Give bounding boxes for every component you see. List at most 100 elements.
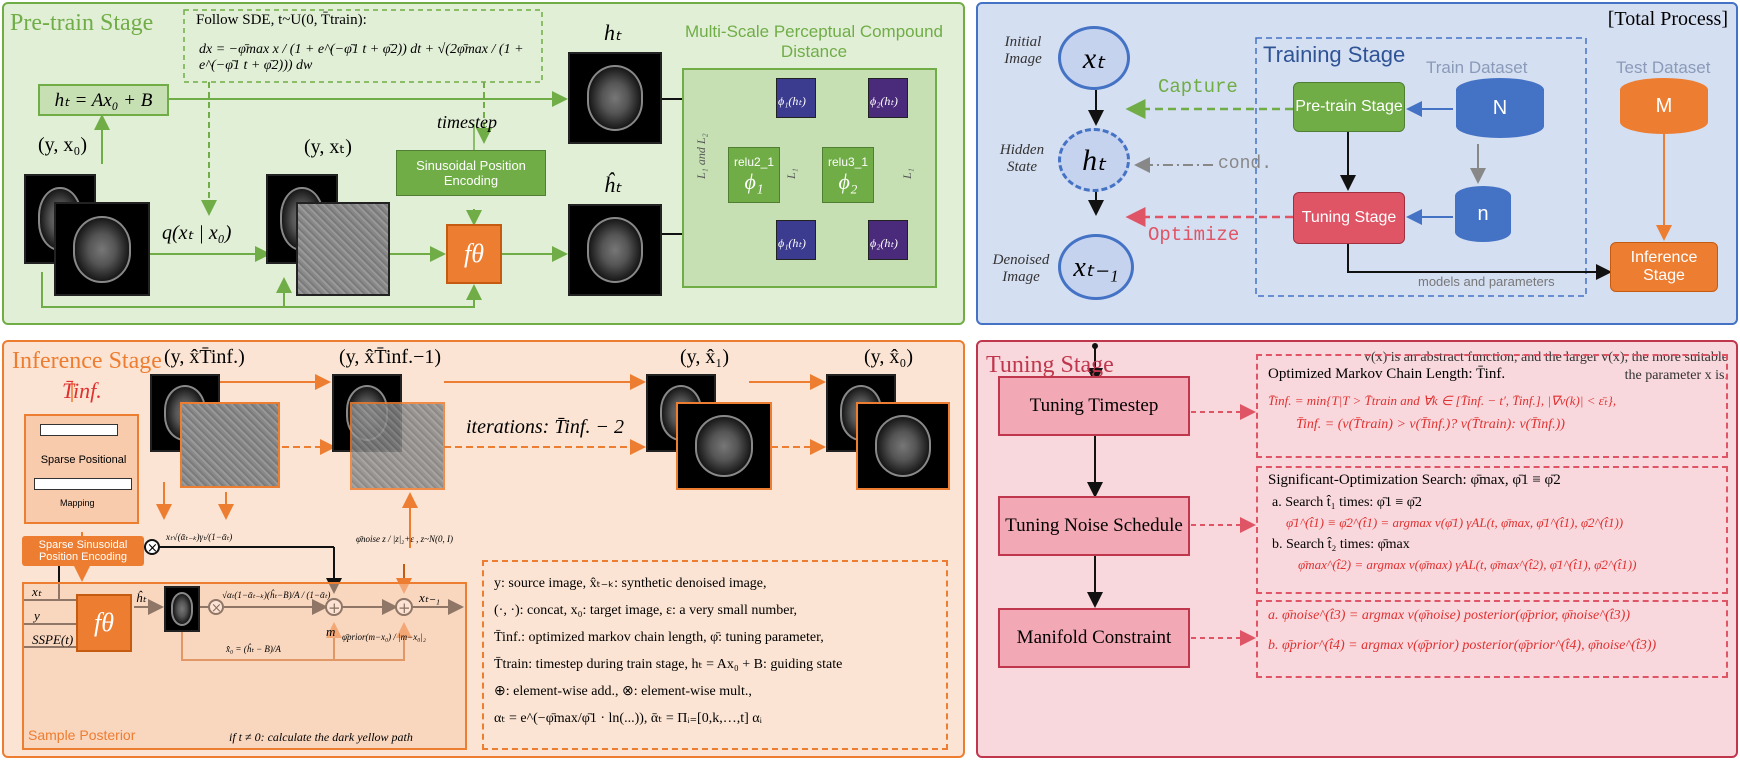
mri-xt-noisy [296,202,390,296]
test-dataset-M: M [1620,78,1708,134]
relu3-label: relu3_1 [827,155,869,169]
total-title: [Total Process] [1607,8,1728,30]
phi2-ht-top: ϕ₂(hₜ) [870,94,898,108]
l1-label-a: L₁ [784,168,798,179]
legend-line-3: T̄inf.: optimized markov chain length, φ… [494,630,824,645]
mri-x0-front [54,202,150,296]
sec3-a: a. φ̄noise^(t̂3) = argmax v(φ̄noise) pos… [1268,608,1631,623]
pretrain-stage-node: Pre-train Stage [1293,82,1405,132]
l1-l2-label: L₁ and L₂ [694,133,708,179]
prior-term: φ̄prior(m−x₀) / |m−x₀|₂ [342,632,426,642]
xt-node: xₜ [1058,26,1130,90]
t-inf-label: T̄inf. [62,378,102,403]
noise-term: φ̄noise z / |z|₂+ε , z~N(0, I) [356,534,454,544]
y-x1-label: (y, x̂₁) [680,346,729,368]
legend-line-6: αₜ = e^(−φ̄max/φ̄1 · ln(...)), ᾱₜ = Πᵢ₌[… [494,711,762,726]
legend-line-2: (·, ·): concat, x₀: target image, ε: a v… [494,603,798,618]
tuning-panel: Tuning Stage v(x) is an abstract functio… [976,340,1738,758]
iterations-label: iterations: T̄inf. − 2 [466,416,624,438]
sec3-box: a. φ̄noise^(t̂3) = argmax v(φ̄noise) pos… [1256,600,1728,678]
phi1-label: ϕ₁ [744,169,764,194]
training-stage-title: Training Stage [1263,42,1406,67]
inference-panel: × × + + Inference Stage T̄inf. Sparse Po… [2,340,965,758]
phi2-block: relu3_1 ϕ₂ [822,147,874,203]
mri-ht [568,52,662,144]
phi2-feature-top [868,78,908,118]
tuning-timestep-box: Tuning Timestep [998,376,1190,436]
tuning-title: Tuning Stage [986,352,1114,378]
sec1-eq2: T̄inf. = (v(T̄train) > v(T̄inf.)? v(T̄tr… [1296,417,1565,432]
inference-title: Inference Stage [12,348,162,374]
mri-x0-front [856,402,950,490]
ht-hat-out: ĥₜ [136,590,147,605]
ht-node: hₜ [1058,128,1130,192]
cond-label: cond. [1218,154,1273,174]
q-label: q(xₜ | x₀) [162,222,232,244]
ht-box: hₜ = Ax₀ + B [38,84,169,116]
if-note: if t ≠ 0: calculate the dark yellow path [229,730,413,744]
legend-line-1: y: source image, x̂ₜ₋ₖ: synthetic denois… [494,576,767,591]
tuning-note-1: v(x) is an abstract function, and the la… [1363,350,1728,365]
phi1-ht-bottom: ϕ₁(hₜ) [778,236,806,250]
sparse-positional-box: Sparse Positional Mapping [24,414,139,524]
initial-image-label: Initial Image [1004,34,1042,67]
tuning-stage-node: Tuning Stage [1293,192,1405,244]
test-dataset-label: Test Dataset [1616,58,1711,77]
denoised-image-label: Denoised Image [992,252,1050,285]
sec1-eq1: T̄inf. = min{T|T > T̄train and ∀k ∈ [T̄i… [1268,393,1617,408]
xt-input: xₜ [32,584,42,599]
sparse-bar-top [40,424,118,436]
manifold-constraint-box: Manifold Constraint [998,608,1190,668]
mri-xT-noisy [180,402,280,488]
phi2-ht-bottom: ϕ₂(hₜ) [870,236,898,250]
y-input: y [34,608,40,623]
phi1-ht-top: ϕ₁(hₜ) [778,94,806,108]
sparse-positional-label: Sparse Positional [40,454,127,466]
capture-label: Capture [1158,76,1238,98]
sspe-input: SSPE(t) [32,632,74,647]
coef-top: xₜ√(ᾱₜ₋ₖ)γₜ/(1−ᾱₜ) [166,532,233,542]
hidden-state-label: Hidden State [999,142,1045,175]
y-x0-label: (y, x̂₀) [864,346,913,368]
legend-box: y: source image, x̂ₜ₋ₖ: synthetic denois… [482,560,948,750]
sec2-a-eq: φ̄1^(t̂1) ≡ φ̄2^(t̂1) = argmax v(φ̄1) γA… [1286,515,1624,530]
tuning-note-2: the parameter x is. [1624,368,1728,383]
train-dataset-N: N [1456,78,1544,138]
sec1-box: Optimized Markov Chain Length: T̄inf. T̄… [1256,354,1728,458]
legend-line-5: ⊕: element-wise add., ⊗: element-wise mu… [494,684,752,699]
total-arrows [1088,37,1672,297]
y-xT1-label: (y, x̂T̄inf.−1) [339,346,442,368]
svg-text:×: × [147,541,158,556]
total-panel: [Total Process] Initial Image xₜ Hidden … [976,2,1738,325]
sspe-box: Sparse Sinusoidal Position Encoding [22,536,144,566]
mri-ht-hat [568,204,662,296]
pretrain-panel: Pre-train Stage Follow SDE, t~U(0, T̄tra… [2,2,965,325]
sec2-a: a. Search t̂₁ times: φ̄1 ≡ φ̄2 [1272,495,1422,510]
mri-xT1-noisy [350,402,445,490]
mri-x1-front [676,402,772,490]
sde-formula: dx = −φ̄max x / (1 + e^(−φ̄1 t + φ̄2)) d… [199,42,524,73]
sec2-b-eq: φ̄max^(t̂2) = argmax v(φ̄max) γAL(t, φ̄m… [1298,557,1637,572]
y-xT-label: (y, x̂T̄inf.) [164,346,245,368]
pretrain-title: Pre-train Stage [10,10,154,36]
sde-title: Follow SDE, t~U(0, T̄train): [196,12,367,28]
phi2-feature-bottom [868,220,908,260]
xt1-node: xₜ₋₁ [1058,234,1134,300]
legend-line-4: T̄train: timestep during train stage, hₜ… [494,657,843,672]
ht-hat-label: ĥₜ [604,172,622,197]
sec2-b: b. Search t̂₂ times: φ̄max [1272,537,1410,552]
y-x0-label: (y, x₀) [38,134,87,156]
f-theta-infer: fθ [76,594,132,652]
l1-label-b: L₁ [900,168,914,179]
tuning-noise-schedule-box: Tuning Noise Schedule [998,496,1190,556]
inference-stage-node: Inference Stage [1610,242,1718,292]
m-label: m [326,624,336,639]
relu2-label: relu2_1 [733,155,775,169]
msp-title: Multi-Scale Perceptual Compound Distance [685,22,943,61]
sec1-title: Optimized Markov Chain Length: T̄inf. [1268,366,1506,382]
tuning-arrows [1087,343,1256,646]
phi1-feature-bottom [776,220,816,260]
x0-hat-eq: x̂₀ = (ĥₜ − B)/A [226,644,281,654]
spe-box: Sinusoidal Position Encoding [396,150,546,196]
phi2-label: ϕ₂ [838,169,858,194]
